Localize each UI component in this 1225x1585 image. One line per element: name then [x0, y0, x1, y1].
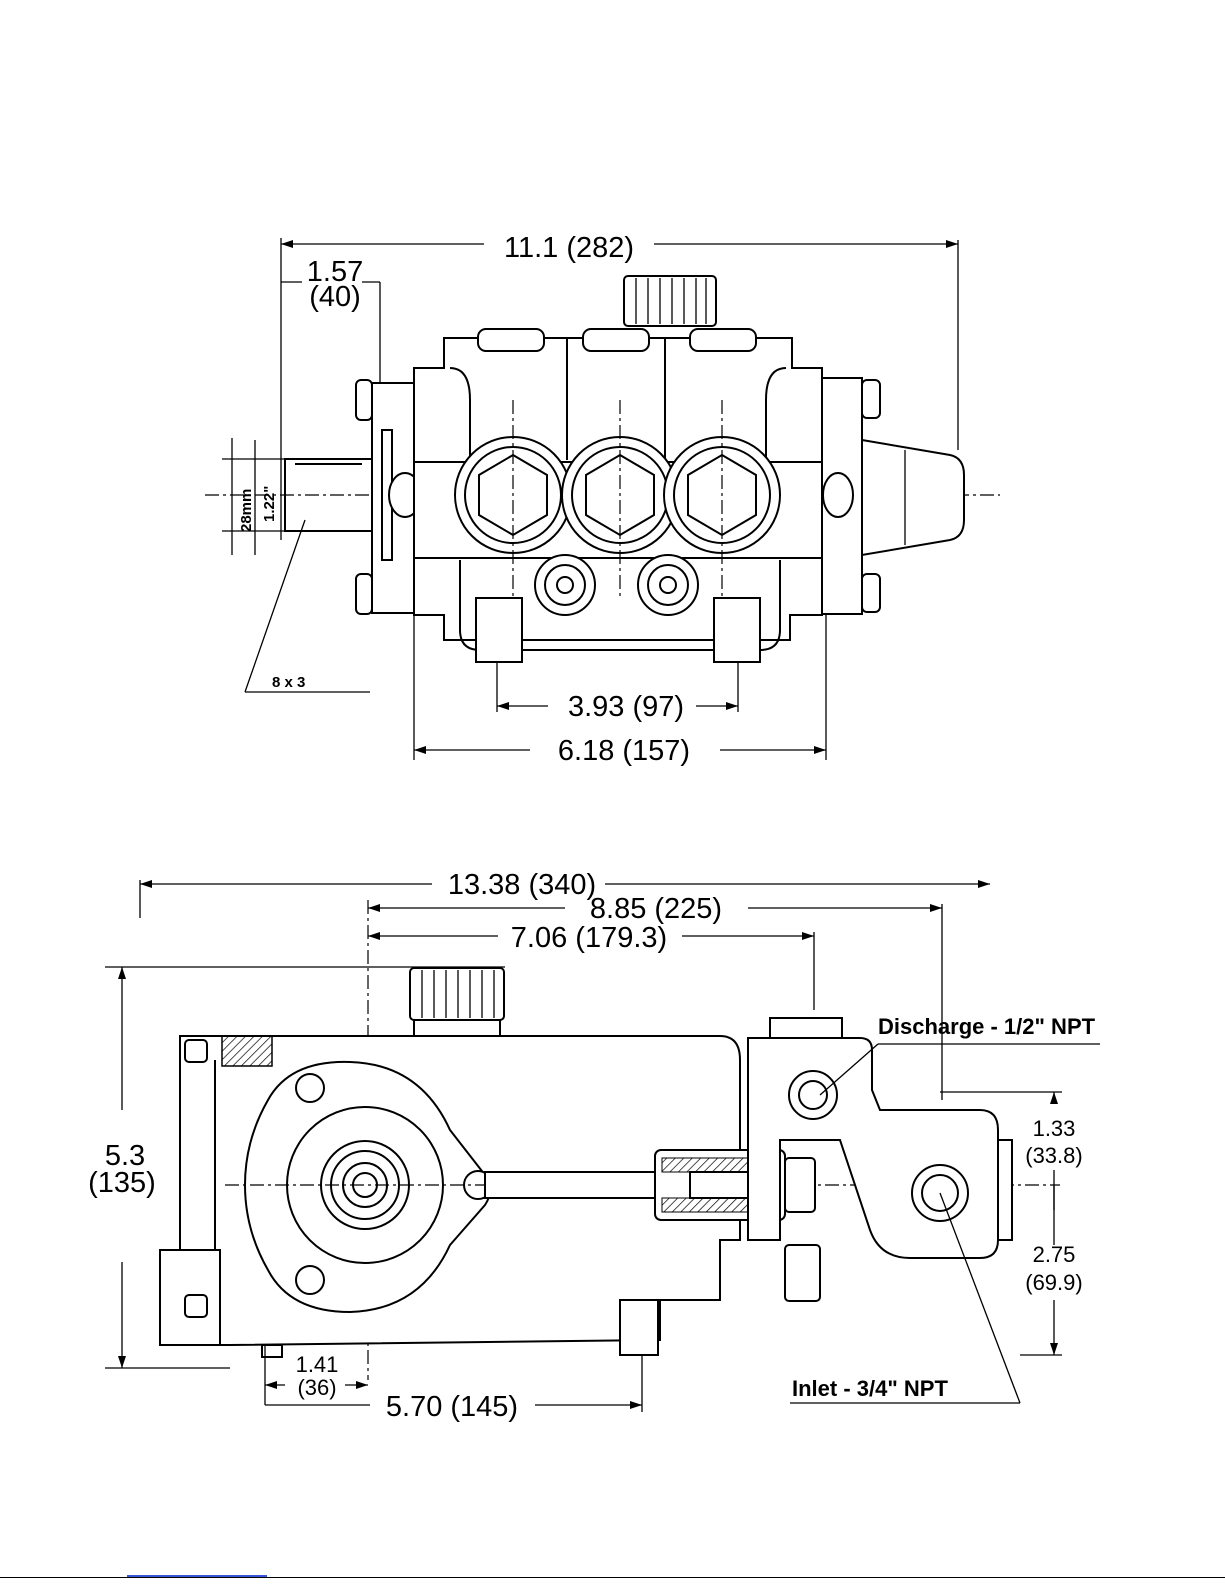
inlet-height-in-label: 2.75	[1033, 1242, 1076, 1267]
top-view: 11.1 (282) 1.57 (40) 28mm 1.22"	[205, 232, 1000, 767]
length-a-label: 8.85 (225)	[590, 893, 722, 925]
foot-offset-in-label: 1.41	[296, 1352, 339, 1377]
dim-shaft-diameter: 28mm 1.22"	[222, 438, 285, 555]
overall-length-top-label: 11.1 (282)	[504, 232, 634, 264]
inlet-height-mm-label: (69.9)	[1025, 1270, 1082, 1295]
discharge-label: Discharge - 1/2" NPT	[878, 1014, 1096, 1039]
shaft-dia-in-label: 1.22"	[261, 486, 278, 522]
foot-offset-mm-label: (36)	[297, 1375, 336, 1400]
height-mm-label: (135)	[88, 1167, 156, 1199]
overall-length-side-label: 13.38 (340)	[448, 869, 596, 901]
inlet-label: Inlet - 3/4" NPT	[792, 1376, 948, 1401]
discharge-height-in-label: 1.33	[1033, 1116, 1076, 1141]
shaft-dia-mm-label: 28mm	[238, 489, 255, 532]
side-view: 13.38 (340) 8.85 (225) 7.06 (179.3)	[88, 869, 1100, 1423]
right-end	[822, 378, 964, 614]
mount-spacing-label: 3.93 (97)	[568, 691, 684, 723]
keyway-callout: 8 x 3	[245, 520, 370, 692]
keyway-label: 8 x 3	[272, 674, 305, 691]
page-bottom-rule	[0, 1577, 1225, 1578]
oil-cap	[410, 968, 504, 1036]
base-width-label: 6.18 (157)	[558, 735, 690, 767]
dim-overall-length-side: 13.38 (340)	[140, 869, 990, 918]
dim-inlet-height: 2.75 (69.9)	[1020, 1185, 1083, 1355]
shaft-offset-mm-label: (40)	[309, 281, 361, 313]
dim-mount-spacing: 3.93 (97)	[497, 662, 738, 723]
foot-spacing-label: 5.70 (145)	[386, 1391, 518, 1423]
length-b-label: 7.06 (179.3)	[511, 922, 667, 954]
discharge-height-mm-label: (33.8)	[1025, 1143, 1082, 1168]
